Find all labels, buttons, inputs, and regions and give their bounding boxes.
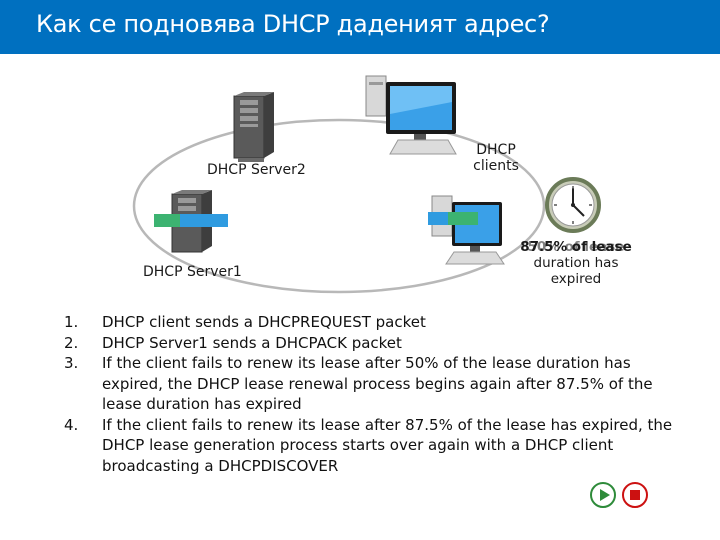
diagram-canvas [132, 75, 601, 294]
network-ring [132, 118, 546, 294]
step-number: 4. [64, 415, 79, 434]
step-text: DHCP client sends a DHCPREQUEST packet [102, 313, 426, 331]
client-top-icon [365, 75, 457, 155]
play-button[interactable] [590, 482, 616, 508]
lease-label: 87.5% of lease 50% of lease duration has… [512, 239, 640, 287]
clients-label-line1: DHCP [476, 142, 516, 158]
server2-icon [233, 92, 274, 162]
dhcp-diagram: DHCP Server2 DHCP Server1 DHCP clients 8… [0, 54, 720, 304]
clients-label: DHCP clients [466, 142, 526, 174]
clients-label-line2: clients [473, 158, 519, 174]
server1-icon [154, 190, 228, 253]
server2-label: DHCP Server2 [207, 162, 306, 178]
server1-label: DHCP Server1 [143, 264, 242, 280]
step-item: 3. If the client fails to renew its lease… [64, 353, 684, 415]
clock-icon [545, 177, 601, 233]
step-number: 3. [64, 354, 79, 372]
lease-label-line2: duration has [533, 255, 619, 271]
step-text: If the client fails to renew its lease a… [102, 415, 673, 475]
lease-label-875: 87.5% of lease [520, 239, 632, 255]
stop-button[interactable] [622, 482, 648, 508]
slide-title: Как се подновява DHCP даденият адрес? [36, 10, 550, 38]
step-number: 2. [64, 333, 79, 352]
step-text: If the client fails to renew its lease a… [102, 354, 653, 413]
lease-label-line3: expired [550, 271, 602, 287]
lease-label-line1: 87.5% of lease 50% of lease [512, 239, 640, 255]
lease-label-50: 50% of lease [527, 239, 625, 255]
client-bottom-icon [428, 195, 505, 265]
step-text: DHCP Server1 sends a DHCPACK packet [102, 333, 402, 352]
step-item: 1. DHCP client sends a DHCPREQUEST packet [64, 312, 684, 333]
step-number: 1. [64, 313, 79, 331]
title-bar: Как се подновява DHCP даденият адрес? [0, 0, 720, 54]
steps-list: 1. DHCP client sends a DHCPREQUEST packet… [64, 312, 684, 476]
step-item: 2. DHCP Server1 sends a DHCPACK packet [64, 333, 684, 354]
step-item: 4. If the client fails to renew its lease… [64, 415, 684, 477]
